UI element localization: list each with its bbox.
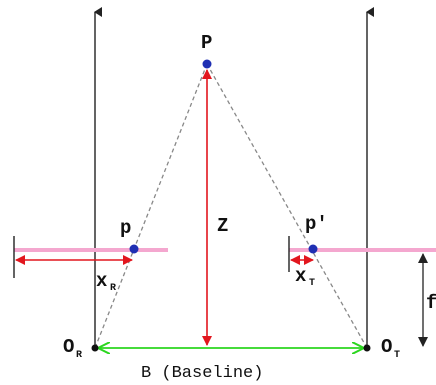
- label-p-left: p: [120, 217, 131, 239]
- label-p-right: p′: [305, 213, 328, 235]
- label-xR-sub: R: [110, 283, 116, 294]
- label-xT: x: [295, 265, 306, 287]
- label-OR-sub: R: [76, 350, 82, 361]
- optical-center-left: [91, 344, 99, 352]
- label-Z: Z: [217, 215, 228, 237]
- optical-center-right: [363, 344, 371, 352]
- label-f: f: [426, 292, 436, 314]
- point-p-right: [308, 244, 318, 254]
- label-baseline: B (Baseline): [141, 364, 263, 383]
- label-xR: x: [96, 270, 107, 292]
- label-P: P: [201, 32, 212, 54]
- left-ray: [94, 63, 208, 349]
- label-OR: O: [63, 336, 74, 358]
- point-p-left: [129, 244, 139, 254]
- label-xT-sub: T: [309, 278, 315, 289]
- label-OT-sub: T: [394, 350, 400, 361]
- label-OT: O: [381, 336, 392, 358]
- right-ray: [206, 63, 368, 349]
- point-P: [202, 59, 212, 69]
